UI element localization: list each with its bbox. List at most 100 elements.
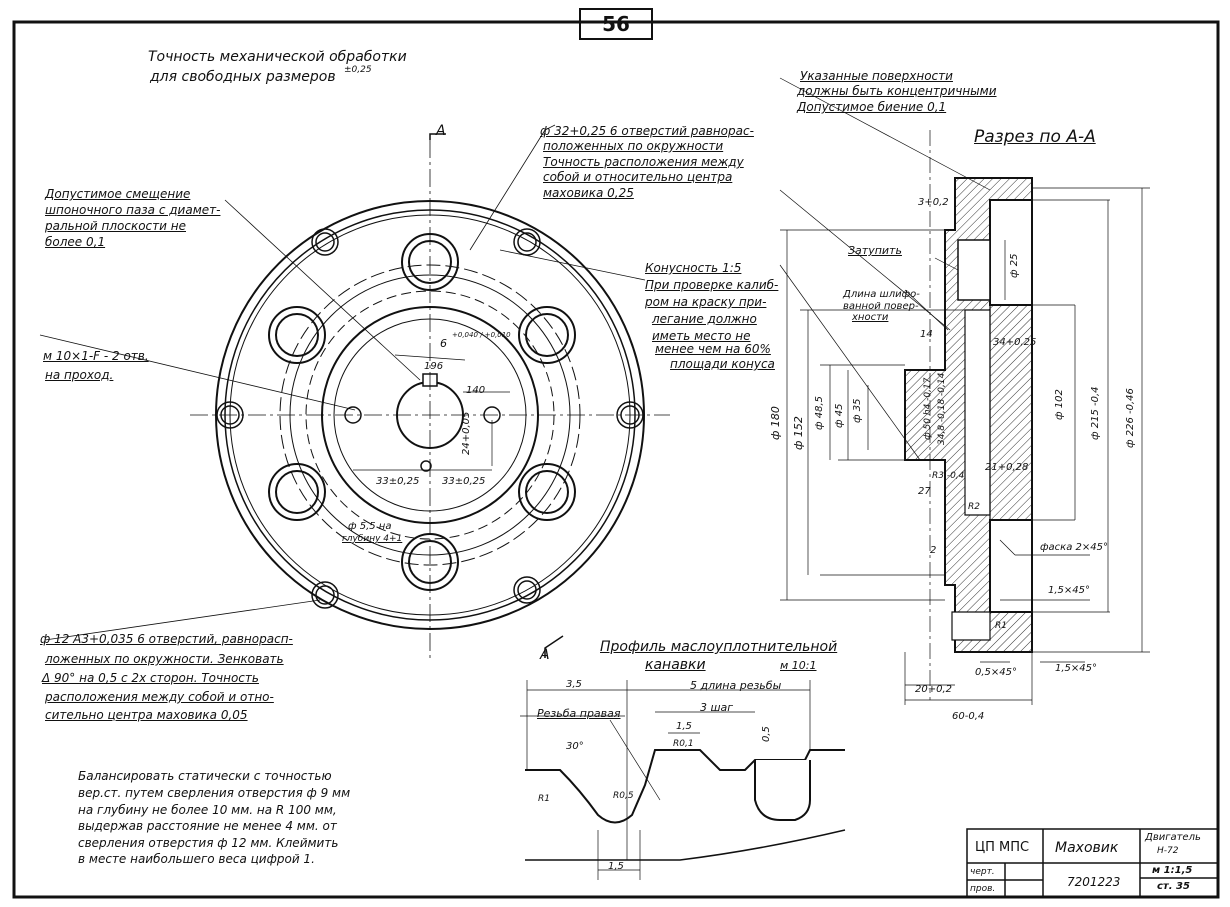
dim-33-right: 33±0,25 [442, 476, 486, 487]
dim-20: 20+0,2 [915, 684, 953, 695]
dim-24: 24+0,05 [461, 411, 472, 455]
note-keyway-line4: более 0,1 [45, 235, 106, 249]
dim-d45: ф 45 [834, 403, 845, 428]
note-grind-line2: ванной повер- [843, 301, 919, 312]
large-holes [268, 233, 576, 591]
groove-profile [520, 680, 846, 880]
dim-60: 60-0,4 [952, 711, 985, 722]
note-cone-line3: ром на краску при- [645, 295, 767, 309]
dim-34: 34+0,25 [993, 337, 1037, 348]
note-balance-line3: на глубину не более 10 мм. на R 100 мм, [78, 803, 337, 817]
dim-33-left: 33±0,25 [376, 476, 420, 487]
profile-title-line1: Профиль маслоуплотнительной [600, 639, 838, 655]
sheet-frame [12, 20, 1220, 899]
title-block-grid [966, 828, 1219, 898]
profile-dim-05: 0,5 [761, 726, 772, 742]
dim-d180: ф 180 [769, 406, 782, 440]
dim-d102: ф 102 [1054, 389, 1065, 420]
title-sheet: ст. 35 [1157, 881, 1190, 892]
dim-2: 2 [930, 545, 937, 556]
front-view [39, 124, 670, 660]
dim-d485: ф 48,5 [814, 396, 825, 430]
dim-d226: ф 226 -0,46 [1125, 388, 1136, 448]
note-holes32-line4: собой и относительно центра [543, 170, 733, 184]
title-part-name: Маховик [1055, 840, 1119, 856]
note-cone-line5: иметь место не [652, 329, 751, 343]
section-mark-top: А [436, 123, 446, 139]
note-keyway-line3: ральной плоскости не [45, 219, 186, 233]
note-concentric-line1: Указанные поверхности [800, 69, 953, 83]
profile-r05: R0,5 [613, 791, 634, 801]
section-title: Разрез по А-А [974, 127, 1096, 147]
note-holes12-line1: ф 12 А3+0,035 6 отверстий, равнорасп- [40, 632, 293, 646]
profile-r1: R1 [538, 794, 550, 804]
thread-pitch: 3 шаг [700, 701, 734, 714]
note-cone-line6: менее чем на 60% [655, 342, 771, 356]
title-org: ЦП МПС [975, 840, 1030, 855]
note-holes32-line1: ф 32+0,25 6 отверстий равноpас- [540, 124, 754, 138]
note-holes32-line5: маховика 0,25 [543, 186, 634, 200]
profile-r01: R0,1 [673, 739, 694, 749]
dim-27: 27 [918, 486, 931, 497]
profile-angle-30: 30° [566, 741, 584, 752]
dim-d342: 34,8 -0,18 -0,14 [937, 372, 947, 445]
note-keyway-line1: Допустимое смещение [45, 187, 191, 201]
note-hole55-line2: глубину 4+1 [342, 534, 403, 544]
dim-21: 21+0,28 [985, 462, 1029, 473]
dim-6: 6 [440, 337, 447, 350]
note-holes32-line2: положенных по окружности [543, 139, 724, 153]
dim-140: 140 [466, 385, 486, 396]
dim-r3: R3 -0,4 [932, 471, 965, 481]
dim-chamfer-05: 0,5×45° [975, 667, 1018, 678]
note-concentric-line3: Допустимое биение 0,1 [797, 100, 947, 114]
note-tolerance-line1: Точность механической обработки [148, 49, 407, 65]
note-grind-line3: хности [852, 312, 889, 323]
dim-chamfer-15a: 1,5×45° [1048, 585, 1091, 596]
title-checked: пров. [970, 884, 996, 894]
dim-14: 14 [920, 329, 933, 340]
page-number: 56 [579, 8, 653, 40]
note-balance-line2: вер.ст. путем сверления отверстия ф 9 мм [78, 786, 351, 800]
note-cone-line2: При проверке калиб- [645, 278, 779, 292]
note-cone-line1: Конусность 1:5 [645, 261, 742, 275]
note-concentric-line2: должны быть концентричными [797, 84, 997, 98]
note-thread-line2: на проход. [45, 368, 114, 382]
thread-right: Резьба правая [537, 707, 621, 720]
title-drawing-no: 7201223 [1067, 875, 1121, 889]
dim-6-tol: +0,040 / +0,010 [452, 331, 511, 339]
thread-length: 5 длина резьбы [690, 679, 782, 692]
dim-r2: R2 [968, 502, 980, 512]
note-balance-line4: выдержав расстояние не менее 4 мм. от [78, 819, 337, 833]
section-mark-bottom: А [540, 647, 550, 663]
note-balance-line5: сверления отверстия ф 12 мм. Клеймить [78, 836, 339, 850]
title-engine: Двигатель [1145, 832, 1201, 843]
note-cone-line4: легание должно [652, 312, 757, 326]
dim-196: 196 [424, 361, 444, 372]
note-grind-line1: Длина шлифо- [843, 289, 920, 300]
profile-dim-35: 3,5 [566, 679, 582, 690]
dim-d35: ф 35 [852, 398, 863, 423]
dim-d50: ф 50 h4 -0,17 [923, 377, 933, 440]
note-balance-line1: Балансировать статически с точностью [78, 769, 332, 783]
title-engine-model: Н-72 [1157, 846, 1179, 856]
title-block: ЦП МПС Маховик Двигатель Н-72 черт. пров… [967, 829, 1218, 895]
profile-scale: м 10:1 [780, 659, 817, 672]
note-hole55-line1: ф 5,5 на [348, 521, 392, 532]
dim-r1: R1 [995, 621, 1007, 631]
dim-chamfer-15b: 1,5×45° [1055, 663, 1098, 674]
note-balance-line6: в месте наибольшего веса цифрой 1. [78, 852, 315, 866]
note-thread-line1: м 10×1-F - 2 отв. [43, 349, 149, 363]
title-scale: м 1:1,5 [1152, 865, 1193, 876]
section-view [779, 77, 1150, 705]
profile-dim-15a: 1,5 [676, 721, 692, 732]
profile-title-line2: канавки [645, 657, 706, 673]
note-tolerance-value: ±0,25 [344, 65, 372, 75]
note-holes12-line3: Δ 90° на 0,5 с 2х сторон. Точность [42, 671, 259, 685]
note-holes12-line5: сительно центра маховика 0,05 [45, 708, 248, 722]
dim-d215: ф 215 -0,4 [1090, 386, 1101, 440]
note-holes32-line3: Точность расположения между [543, 155, 744, 169]
dim-d152: ф 152 [792, 416, 805, 450]
note-holes12-line4: расположения между собой и отно- [45, 690, 274, 704]
